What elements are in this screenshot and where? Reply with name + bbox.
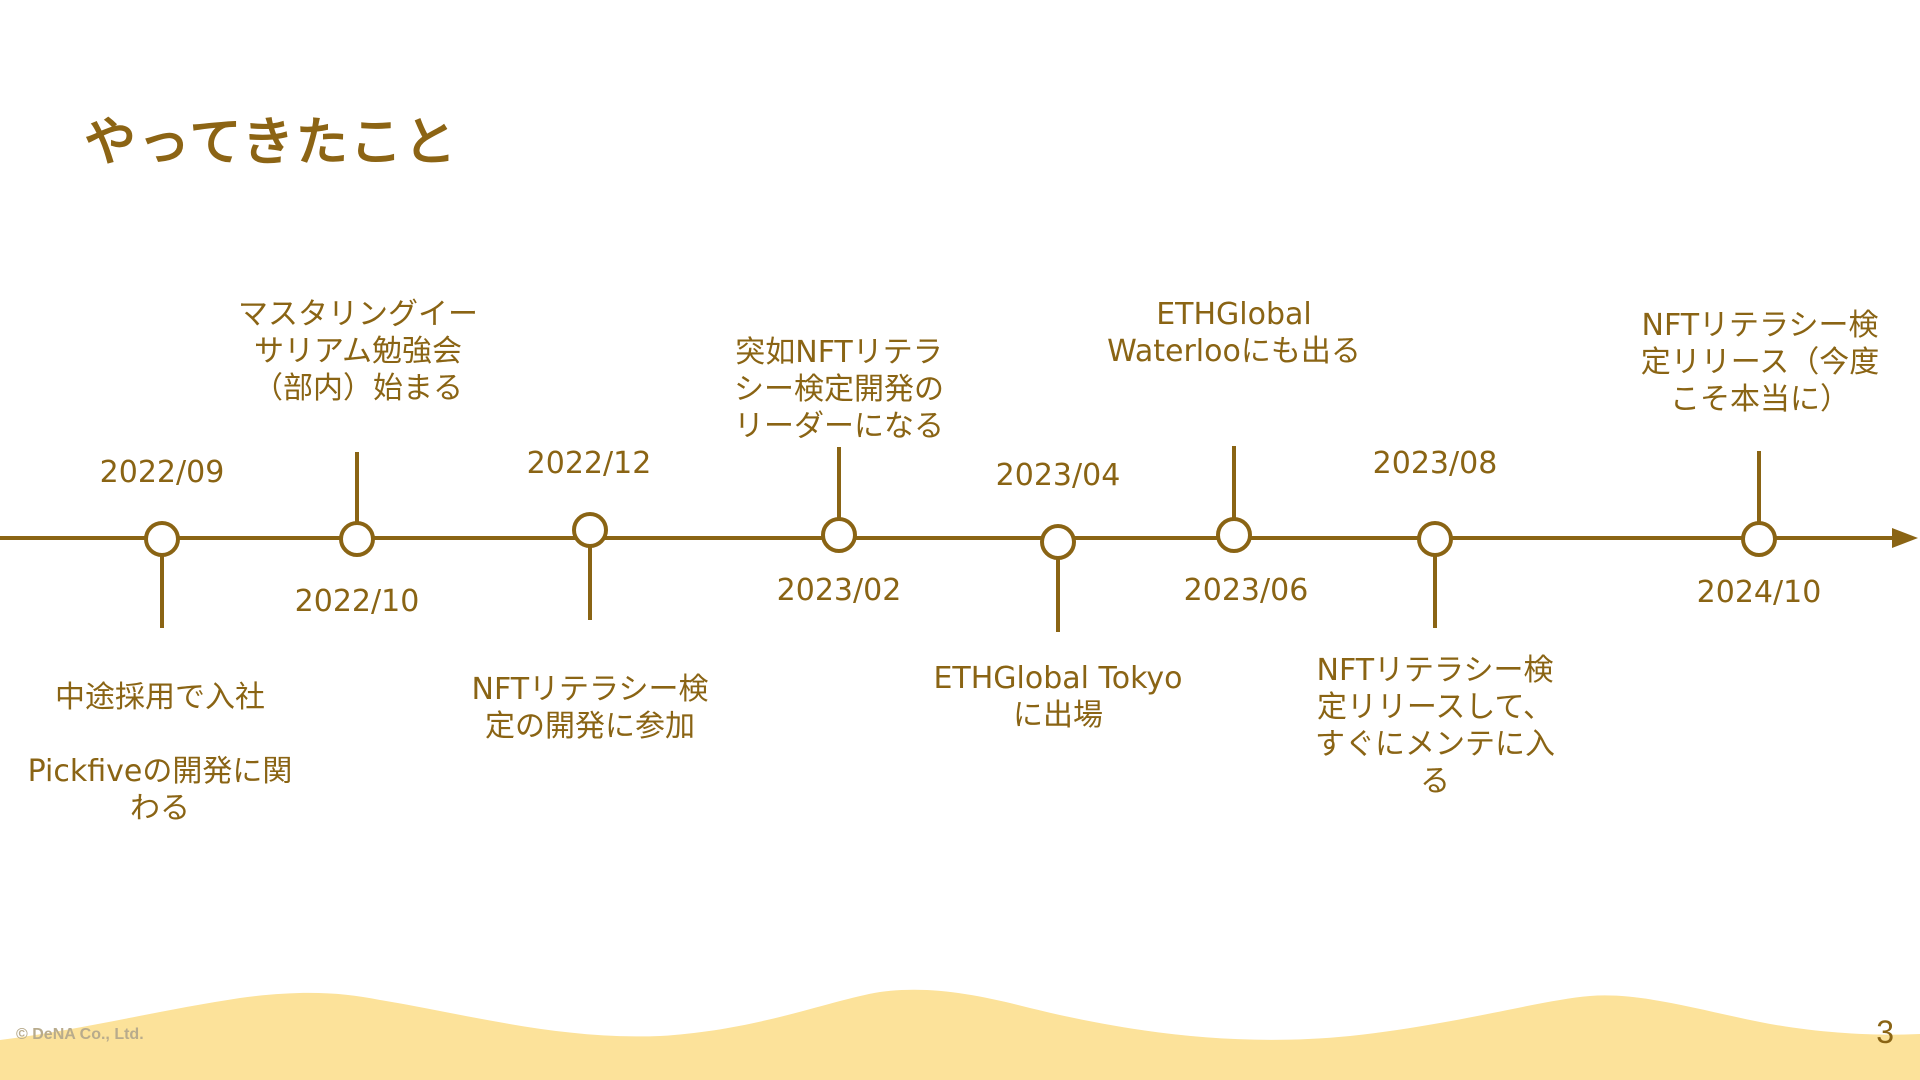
- event-2-description: マスタリングイー サリアム勉強会 （部内）始まる: [238, 297, 478, 406]
- event-2-date: 2022/10: [294, 584, 420, 619]
- event-7-description: NFTリテラシー検 定リリースして、 すぐにメンテに入 る: [1315, 653, 1555, 799]
- event-1-date: 2022/09: [99, 455, 225, 490]
- event-3-marker: [572, 512, 608, 548]
- event-6-description: ETHGlobal Waterlooにも出る: [1107, 297, 1361, 369]
- event-3-description: NFTリテラシー検 定の開発に参加: [471, 672, 709, 744]
- event-5-date: 2023/04: [995, 458, 1121, 493]
- event-5-description: ETHGlobal Tokyo に出場: [933, 661, 1183, 733]
- event-4-marker: [821, 517, 857, 553]
- event-7-marker: [1417, 521, 1453, 557]
- timeline-arrowhead: [1892, 528, 1918, 548]
- event-3-date: 2022/12: [526, 446, 652, 481]
- event-1-marker: [144, 521, 180, 557]
- event-5-marker: [1040, 524, 1076, 560]
- event-8-marker: [1741, 521, 1777, 557]
- event-6-marker: [1216, 517, 1252, 553]
- footer-copyright: © DeNA Co., Ltd.: [16, 1026, 144, 1043]
- event-1-description: 中途採用で入社 Pickfiveの開発に関 わる: [27, 680, 293, 826]
- event-4-date: 2023/02: [776, 573, 902, 608]
- footer-wave: [0, 989, 1920, 1080]
- event-6-date: 2023/06: [1183, 573, 1309, 608]
- page-number: 3: [1876, 1014, 1894, 1050]
- event-8-date: 2024/10: [1696, 575, 1822, 610]
- page-title: やってきたこと: [84, 113, 458, 173]
- event-8-description: NFTリテラシー検 定リリース（今度 こそ本当に）: [1640, 308, 1880, 417]
- event-2-marker: [339, 521, 375, 557]
- event-7-date: 2023/08: [1372, 446, 1498, 481]
- event-4-description: 突如NFTリテラ シー検定開発の リーダーになる: [734, 335, 944, 444]
